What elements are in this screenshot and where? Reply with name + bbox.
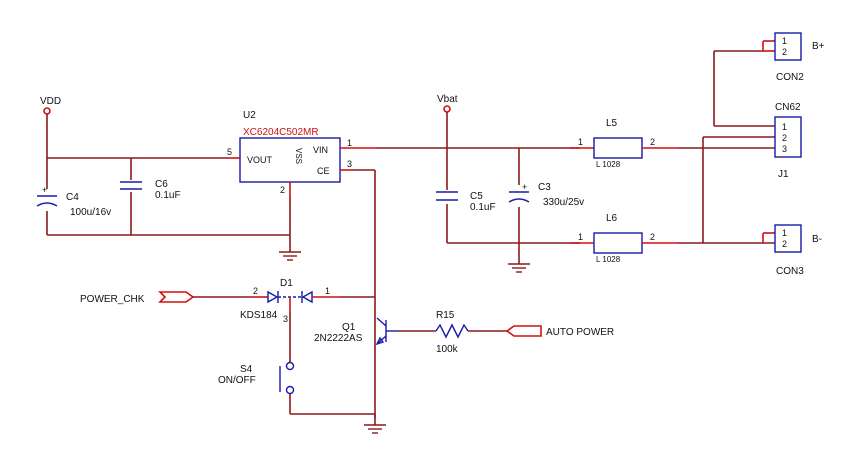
- capacitor-c4: + C4 100u/16v: [36, 185, 111, 218]
- c3-ref: C3: [538, 182, 551, 193]
- r15-value: 100k: [436, 344, 459, 355]
- vdd-label: VDD: [40, 96, 61, 107]
- q1-ref: Q1: [342, 322, 356, 333]
- svg-text:1: 1: [325, 286, 330, 296]
- l6-value: L 1028: [596, 255, 621, 264]
- capacitor-c5: C5 0.1uF: [436, 190, 496, 213]
- bminus-label: B-: [812, 234, 822, 245]
- bplus-label: B+: [812, 41, 825, 52]
- svg-text:2: 2: [782, 133, 787, 143]
- l6-ref: L6: [606, 213, 618, 224]
- vbat-label: Vbat: [437, 94, 458, 105]
- q1-part-number: 2N2222AS: [314, 333, 363, 344]
- auto-power-port: AUTO POWER: [505, 325, 614, 338]
- power-chk-label: POWER_CHK: [80, 294, 145, 305]
- svg-text:1: 1: [347, 138, 352, 148]
- svg-text:2: 2: [650, 137, 655, 147]
- ground-symbol-c3: [508, 263, 530, 273]
- cn62-ref: CN62: [775, 102, 801, 113]
- svg-text:1: 1: [578, 137, 583, 147]
- svg-text:2: 2: [782, 47, 787, 57]
- connector-con3: 1 2 B- CON3: [762, 224, 822, 277]
- svg-text:1: 1: [578, 232, 583, 242]
- u2-pin-vout: VOUT: [247, 155, 273, 165]
- c4-value: 100u/16v: [70, 207, 111, 218]
- r15-ref: R15: [436, 310, 455, 321]
- resistor-r15: R15 100k: [435, 310, 469, 355]
- svg-text:1: 1: [782, 122, 787, 132]
- c5-value: 0.1uF: [470, 202, 496, 213]
- u2-pin-ce: CE: [317, 166, 330, 176]
- diode-d1: D1 2 1 3 KDS184: [240, 278, 340, 324]
- s4-value: ON/OFF: [218, 375, 256, 386]
- ground-symbol-u2: [279, 251, 301, 261]
- inductor-l5: L5 1 L 1028 2: [570, 118, 678, 169]
- c6-ref: C6: [155, 179, 168, 190]
- auto-power-label: AUTO POWER: [546, 327, 614, 338]
- u2-pin-vss: VSS: [294, 148, 303, 164]
- l5-value: L 1028: [596, 160, 621, 169]
- svg-text:2: 2: [650, 232, 655, 242]
- svg-text:1: 1: [782, 36, 787, 46]
- s4-ref: S4: [240, 364, 253, 375]
- svg-text:1: 1: [782, 228, 787, 238]
- svg-text:2: 2: [280, 185, 285, 195]
- svg-text:3: 3: [782, 144, 787, 154]
- c5-ref: C5: [470, 191, 483, 202]
- c6-value: 0.1uF: [155, 190, 181, 201]
- regulator-u2: U2 XC6204C502MR VOUT VIN CE VSS 5 1 3 2: [227, 110, 376, 196]
- svg-text:2: 2: [253, 286, 258, 296]
- capacitor-c3: + C3 330u/25v: [508, 182, 584, 208]
- svg-text:+: +: [522, 182, 527, 192]
- svg-text:+: +: [42, 185, 47, 195]
- svg-text:3: 3: [347, 159, 352, 169]
- u2-pin-vin: VIN: [313, 145, 328, 155]
- svg-text:3: 3: [283, 314, 288, 324]
- capacitor-c6: C6 0.1uF: [120, 179, 181, 201]
- c3-value: 330u/25v: [543, 197, 584, 208]
- transistor-q1: Q1 2N2222AS: [314, 317, 398, 346]
- con2-ref: CON2: [776, 72, 804, 83]
- vdd-power-symbol: VDD: [40, 96, 61, 115]
- u2-part-number: XC6204C502MR: [243, 127, 319, 138]
- switch-s4: S4 ON/OFF: [218, 361, 295, 395]
- connector-con2: 1 2 B+ CON2: [762, 32, 825, 83]
- vbat-power-symbol: Vbat: [437, 94, 458, 113]
- l5-ref: L5: [606, 118, 618, 129]
- j1-ref: J1: [778, 169, 789, 180]
- connector-cn62: CN62 1 2 3 J1: [774, 102, 802, 180]
- u2-ref: U2: [243, 110, 256, 121]
- svg-text:2: 2: [782, 239, 787, 249]
- inductor-l6: L6 1 L 1028 2: [570, 213, 678, 264]
- power-chk-port: POWER_CHK: [80, 291, 195, 305]
- c4-ref: C4: [66, 192, 79, 203]
- svg-text:5: 5: [227, 147, 232, 157]
- d1-ref: D1: [280, 278, 293, 289]
- ground-symbol-q1: [364, 424, 386, 434]
- d1-part-number: KDS184: [240, 310, 278, 321]
- con3-ref: CON3: [776, 266, 804, 277]
